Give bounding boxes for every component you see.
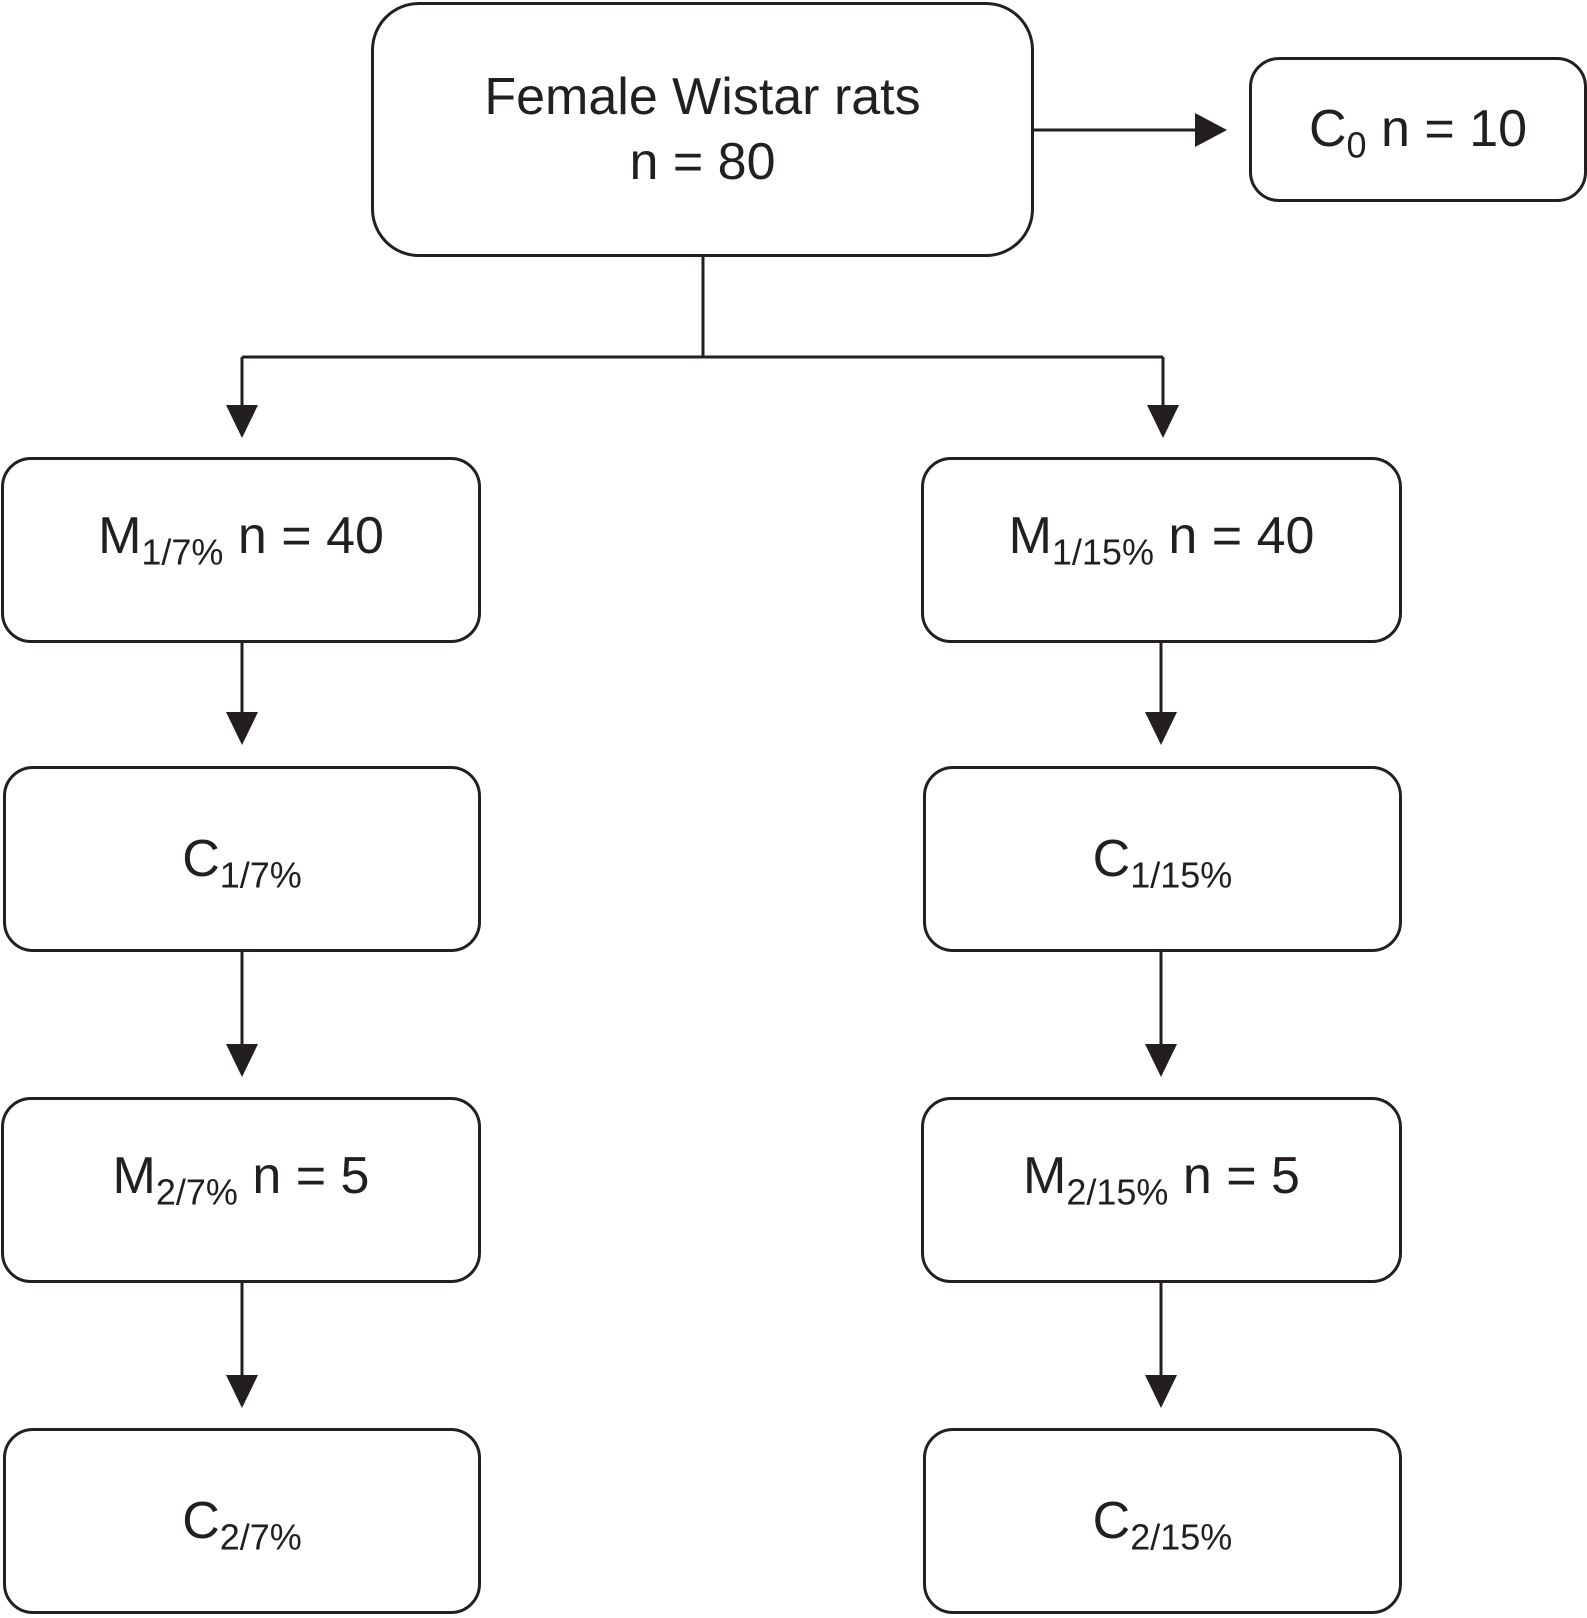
arrowhead-down	[1145, 712, 1177, 745]
node-m2-15-sub: 2/15%	[1066, 1171, 1169, 1213]
arrowhead-down	[1145, 1044, 1177, 1077]
node-c1-7: C1/7%	[3, 766, 481, 952]
node-m1-7-count: n = 40	[223, 506, 384, 565]
node-c1-15-sub: 1/15%	[1130, 854, 1233, 896]
node-c1-7-main: C	[182, 829, 220, 888]
node-c2-7: C2/7%	[3, 1428, 481, 1614]
node-c0-main: C	[1308, 100, 1347, 158]
node-m2-7-sub: 2/7%	[155, 1171, 238, 1213]
node-c2-15-sub: 2/15%	[1130, 1516, 1233, 1558]
node-m1-15-count: n = 40	[1153, 506, 1315, 565]
node-m2-7: M2/7% n = 5	[1, 1097, 481, 1283]
node-c0-count: n = 10	[1366, 100, 1528, 158]
node-root-count: n = 80	[629, 132, 776, 191]
node-m2-15-main: M	[1023, 1146, 1067, 1205]
node-c2-7-sub: 2/7%	[219, 1516, 302, 1558]
node-m2-7-count: n = 5	[237, 1146, 370, 1205]
node-female-wistar-rats: Female Wistar rats n = 80	[371, 2, 1034, 257]
node-c2-15-main: C	[1092, 1491, 1131, 1550]
node-m2-7-main: M	[112, 1146, 156, 1205]
node-m1-7-main: M	[98, 506, 142, 565]
node-c1-15: C1/15%	[923, 766, 1402, 952]
node-m1-7-sub: 1/7%	[141, 531, 224, 573]
node-root-title: Female Wistar rats	[484, 67, 921, 126]
node-c2-7-main: C	[182, 1491, 220, 1550]
arrowhead-down	[226, 712, 258, 745]
arrowhead-down	[1145, 1375, 1177, 1408]
node-m1-15: M1/15% n = 40	[921, 457, 1402, 643]
arrowhead-down	[226, 405, 258, 438]
node-m1-15-main: M	[1008, 506, 1052, 565]
node-m1-15-sub: 1/15%	[1051, 531, 1154, 573]
node-c0-sub: 0	[1346, 124, 1367, 166]
node-c2-15: C2/15%	[923, 1428, 1402, 1614]
arrowhead-down	[1147, 405, 1179, 438]
arrowhead-right	[1195, 113, 1227, 147]
node-m2-15: M2/15% n = 5	[921, 1097, 1402, 1283]
arrowhead-down	[226, 1044, 258, 1077]
node-c0: C0 n = 10	[1249, 57, 1587, 202]
node-c1-15-main: C	[1092, 829, 1131, 888]
node-c1-7-sub: 1/7%	[219, 854, 302, 896]
arrowhead-down	[226, 1375, 258, 1408]
node-m1-7: M1/7% n = 40	[1, 457, 481, 643]
node-m2-15-count: n = 5	[1168, 1146, 1300, 1205]
